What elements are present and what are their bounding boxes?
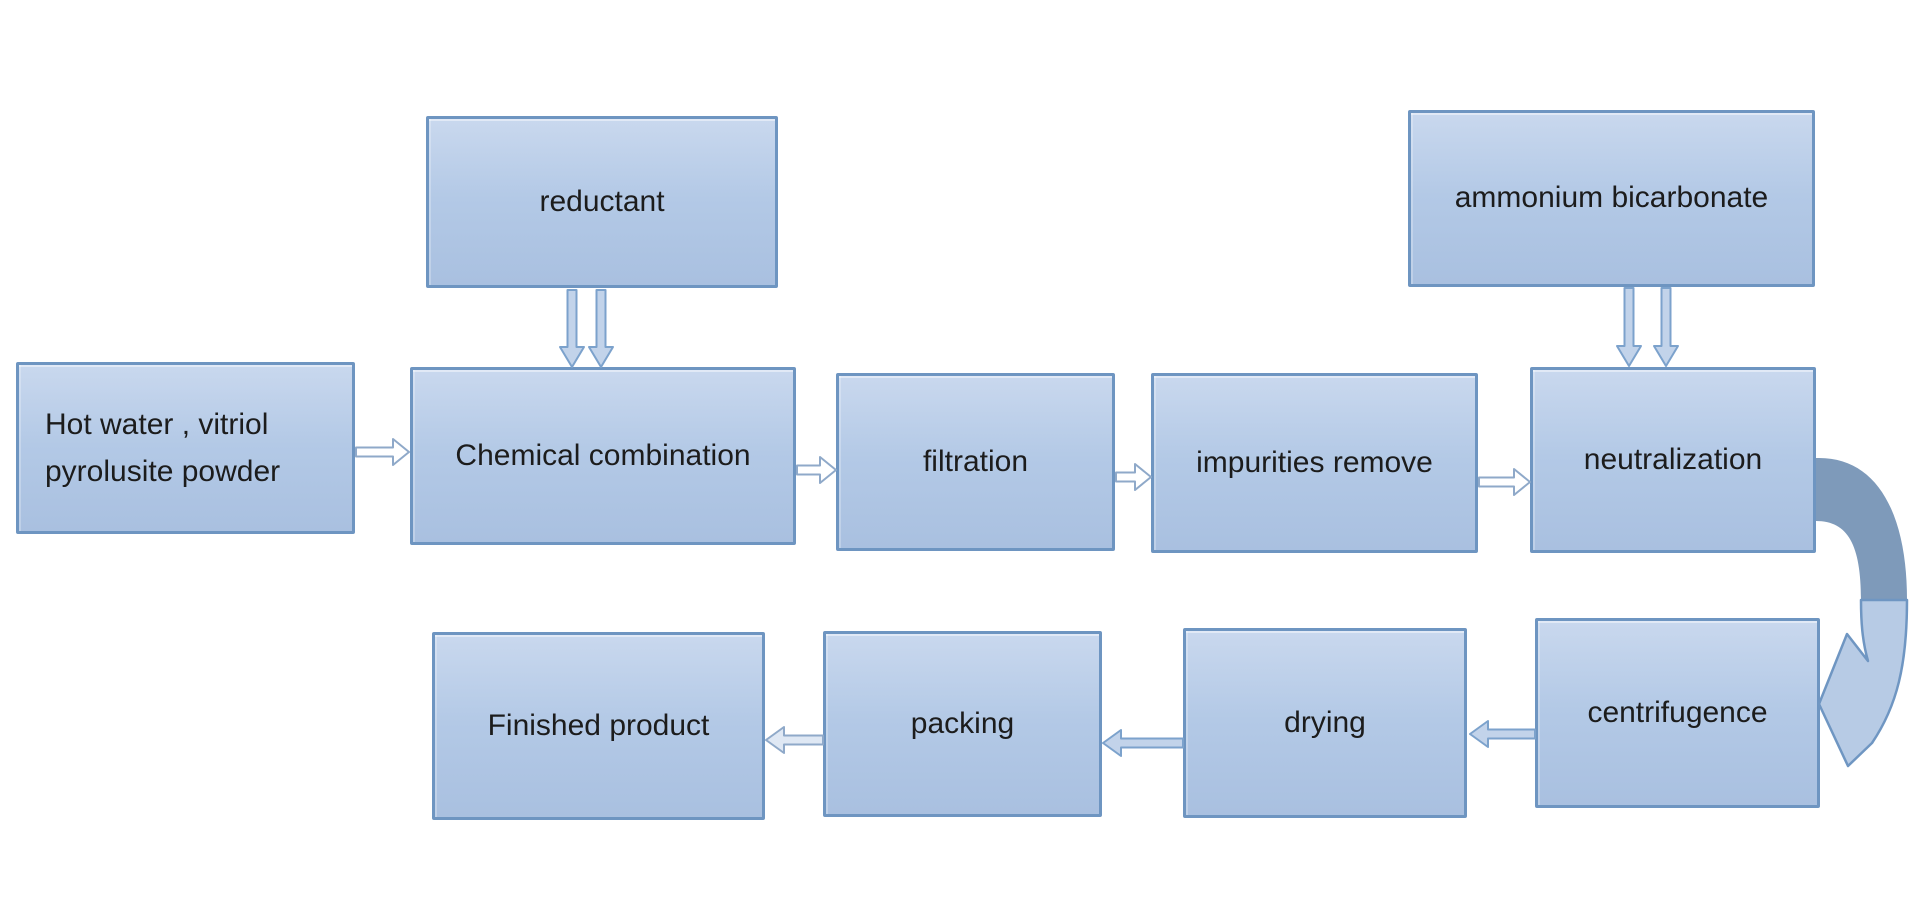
- node-filtration: filtration: [836, 373, 1115, 551]
- node-drying-label: drying: [1284, 705, 1366, 739]
- node-neutralization: neutralization: [1530, 367, 1816, 553]
- curved-arrow-icon-neutralization-to-centrifugence: [1816, 457, 1909, 768]
- arrow-right-icon-chemical-to-filtration: [796, 456, 837, 484]
- node-filtration-label: filtration: [922, 444, 1029, 478]
- arrow-left-icon-packing-to-finished: [765, 726, 824, 754]
- arrow-left-icon-drying-to-packing: [1102, 729, 1184, 757]
- arrow-right-icon-filtration-to-impurities: [1115, 463, 1152, 491]
- node-packing: packing: [823, 631, 1102, 817]
- node-packing-label: packing: [910, 706, 1015, 740]
- arrow-down-icon: [1616, 287, 1642, 367]
- node-chemical-combination: Chemical combination: [410, 367, 796, 545]
- arrow-left-icon-centrifugence-to-drying: [1469, 720, 1536, 748]
- node-centrifugence: centrifugence: [1535, 618, 1820, 808]
- node-chemical-combination-label: Chemical combination: [455, 438, 751, 472]
- node-hot-water-line2: pyrolusite powder: [45, 455, 281, 488]
- curved-arrow-dark-segment: [1816, 457, 1907, 600]
- node-finished-product-label: Finished product: [487, 708, 710, 742]
- node-reductant: reductant: [426, 116, 778, 288]
- node-neutralization-label: neutralization: [1583, 442, 1763, 476]
- arrow-down-icon: [1653, 287, 1679, 367]
- node-impurities-remove: impurities remove: [1151, 373, 1478, 553]
- node-hot-water-vitriol-pyrolusite: Hot water , vitriol pyrolusite powder: [16, 362, 355, 534]
- arrow-right-icon-hotwater-to-chemical: [355, 438, 410, 466]
- arrow-down-icon: [588, 289, 614, 368]
- double-arrow-down-icon-ammonium-to-neutralization: [1616, 287, 1679, 367]
- curved-arrow-head-segment: [1817, 598, 1909, 768]
- node-drying: drying: [1183, 628, 1467, 818]
- node-centrifugence-label: centrifugence: [1587, 695, 1768, 729]
- double-arrow-down-icon-reductant-to-chemical: [559, 289, 614, 368]
- arrow-right-icon-impurities-to-neutralization: [1478, 468, 1531, 496]
- node-ammonium-bicarbonate: ammonium bicarbonate: [1408, 110, 1815, 287]
- node-reductant-label: reductant: [539, 184, 665, 218]
- arrow-down-icon: [559, 289, 585, 368]
- node-impurities-remove-label: impurities remove: [1196, 445, 1433, 479]
- node-finished-product: Finished product: [432, 632, 765, 820]
- node-hot-water-line1: Hot water , vitriol: [45, 408, 269, 441]
- node-ammonium-bicarbonate-label: ammonium bicarbonate: [1454, 181, 1769, 215]
